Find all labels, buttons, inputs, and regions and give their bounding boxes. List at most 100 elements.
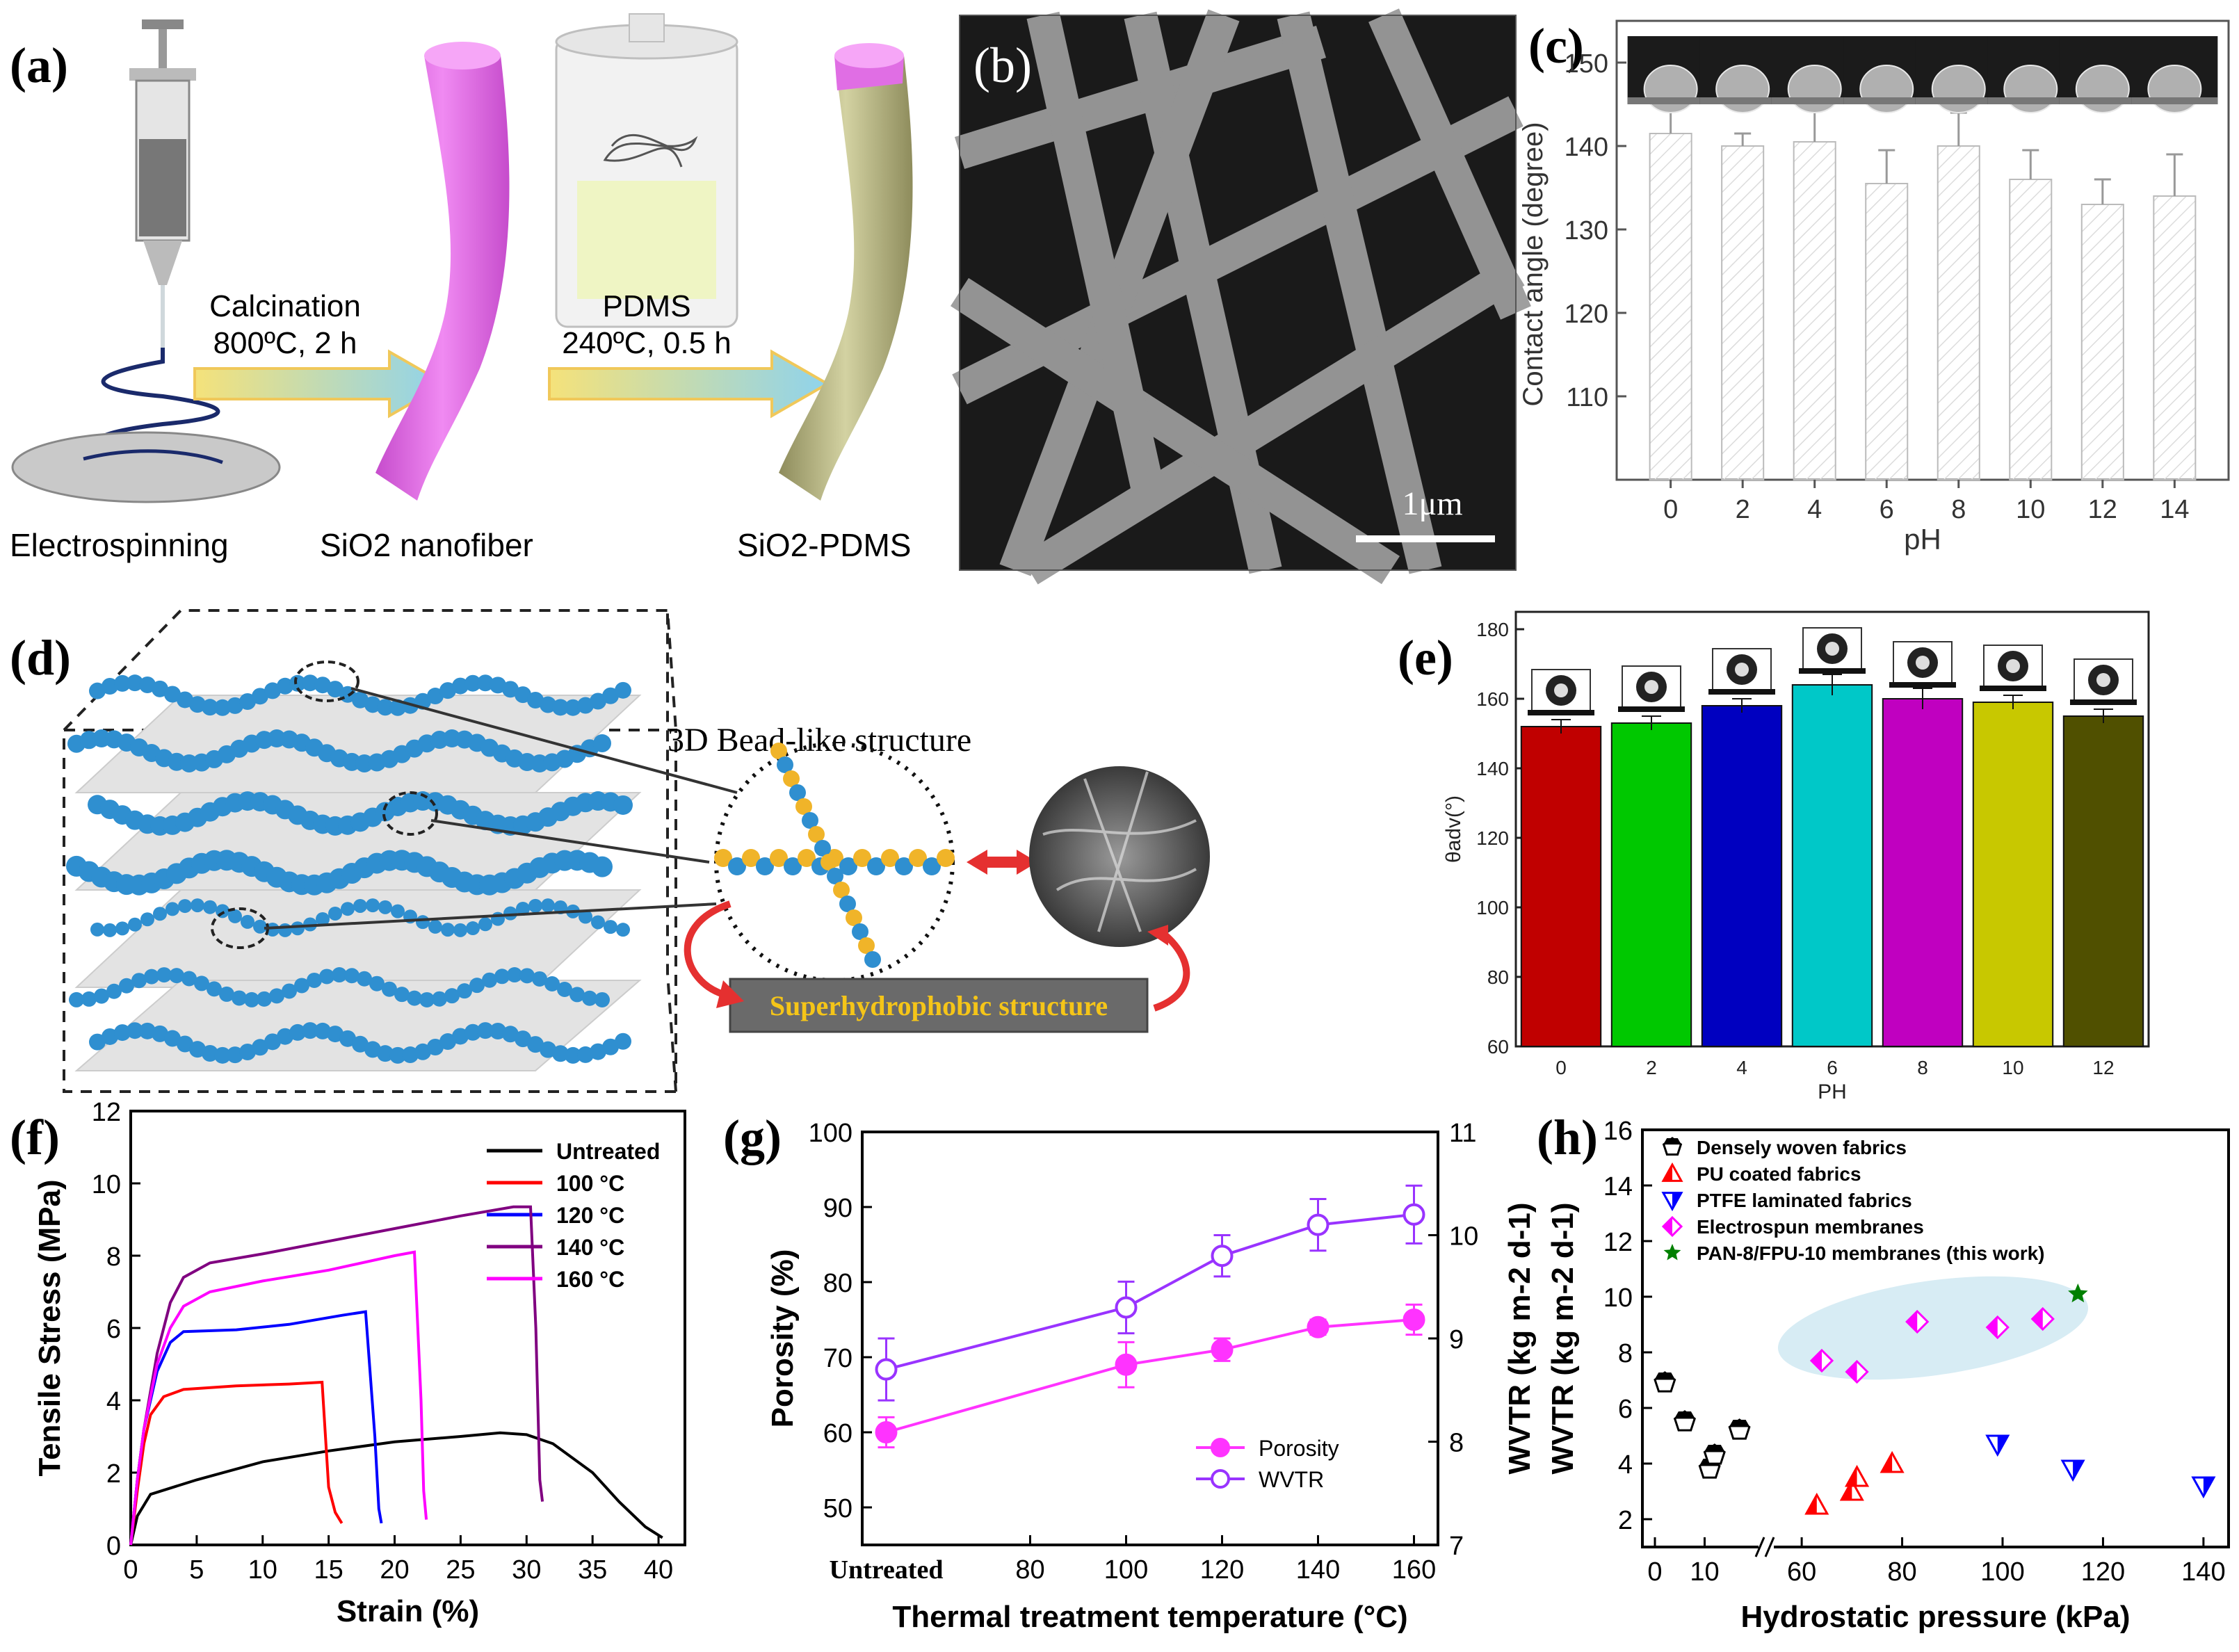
data-point: [875, 1421, 898, 1443]
collector-plate: [11, 431, 281, 503]
bead: [102, 677, 118, 695]
y-tick-label: 60: [823, 1419, 852, 1448]
bead: [544, 975, 560, 991]
bar: [1865, 183, 1909, 480]
bead: [103, 923, 117, 937]
y-tick-label: 10: [92, 1170, 121, 1199]
bar: [1972, 702, 2054, 1047]
x-tick-label: 100: [1980, 1557, 2024, 1587]
bead: [909, 849, 927, 867]
bead: [895, 857, 913, 875]
bead: [407, 990, 422, 1006]
bead: [131, 973, 147, 989]
bead: [615, 1032, 631, 1050]
bead: [515, 1030, 531, 1048]
x-tick-label: 160: [1392, 1555, 1436, 1585]
bead: [139, 677, 156, 694]
x-tick-label: 12: [2092, 1057, 2114, 1078]
droplet-base: [2131, 97, 2218, 104]
bead: [382, 981, 397, 997]
data-point-fill: [1997, 1436, 2008, 1455]
y-tick-label: 6: [1618, 1395, 1633, 1424]
bead: [593, 734, 611, 752]
bead: [439, 1033, 456, 1051]
legend-label: 160 °C: [556, 1267, 624, 1292]
bead: [264, 682, 281, 699]
bead: [503, 906, 517, 921]
bead: [140, 912, 154, 927]
bead: [181, 971, 197, 987]
data-point-fill: [1674, 1411, 1695, 1419]
y2-tick-label: 10: [1449, 1222, 1478, 1252]
data-point: [1115, 1353, 1138, 1376]
x-tick-label: 12: [2088, 495, 2117, 524]
bead: [814, 840, 831, 857]
data-point-fill: [1846, 1361, 1857, 1382]
bead: [592, 856, 613, 877]
bead: [302, 674, 318, 692]
bead: [319, 969, 334, 985]
y-tick-label: 2: [106, 1459, 121, 1489]
bead: [742, 849, 760, 867]
y-tick-label: 110: [1566, 383, 1608, 412]
data-point-fill: [1663, 1217, 1672, 1236]
bead: [464, 674, 481, 692]
legend-label: PU coated fabrics: [1697, 1163, 1861, 1185]
y-tick-label: 130: [1565, 216, 1608, 245]
droplet-highlight: [1916, 656, 1930, 670]
bead: [923, 857, 941, 875]
bead: [241, 914, 254, 929]
x-tick-label: 20: [380, 1555, 409, 1585]
bead: [291, 921, 305, 936]
bead: [532, 971, 547, 987]
data-point: [1403, 1203, 1425, 1226]
bead: [802, 812, 818, 829]
bead: [582, 990, 597, 1006]
bead: [795, 798, 812, 815]
highlight-region: [1777, 1276, 2089, 1380]
droplet-highlight: [1825, 642, 1839, 656]
bead: [266, 922, 280, 937]
x-axis-label: Thermal treatment temperature (°C): [892, 1600, 1407, 1634]
x-tick-label: 140: [1296, 1555, 1340, 1585]
bead: [277, 677, 293, 695]
data-point-fill: [1907, 1311, 1918, 1332]
bead: [227, 1046, 243, 1064]
droplet-base: [1980, 686, 2046, 691]
x-tick-label: 10: [1690, 1557, 1719, 1587]
bead: [328, 906, 342, 921]
bead: [516, 901, 530, 916]
droplet: [2147, 65, 2202, 113]
bead: [477, 674, 494, 692]
bead: [452, 677, 469, 695]
callout-3d-bead: 3D Bead-like structure: [668, 722, 971, 759]
bead: [89, 1033, 106, 1051]
panel-label-d: (d): [10, 630, 71, 686]
bead: [127, 1022, 143, 1039]
bead: [219, 986, 234, 1002]
bead: [252, 1039, 268, 1056]
bead: [364, 696, 381, 713]
bead: [178, 899, 192, 914]
x-tick-label: 30: [512, 1555, 541, 1585]
bead: [289, 1023, 306, 1041]
droplet-base: [1843, 97, 1930, 104]
bead: [282, 983, 297, 999]
y-tick-label: 90: [823, 1194, 852, 1223]
data-point: [1403, 1309, 1425, 1331]
series-line: [129, 1250, 428, 1546]
bead: [139, 1022, 156, 1039]
bead: [389, 1046, 406, 1064]
y-tick-label: 6: [106, 1315, 121, 1344]
droplet-base: [2070, 699, 2137, 705]
bead: [253, 919, 267, 934]
y-tick-label: 140: [1476, 758, 1509, 779]
bead: [378, 900, 392, 914]
bead: [464, 1023, 481, 1041]
bead: [307, 972, 322, 988]
bead: [314, 1022, 331, 1039]
y-tick-label: 150: [1565, 49, 1608, 79]
bead: [81, 991, 97, 1007]
bead: [239, 693, 256, 711]
